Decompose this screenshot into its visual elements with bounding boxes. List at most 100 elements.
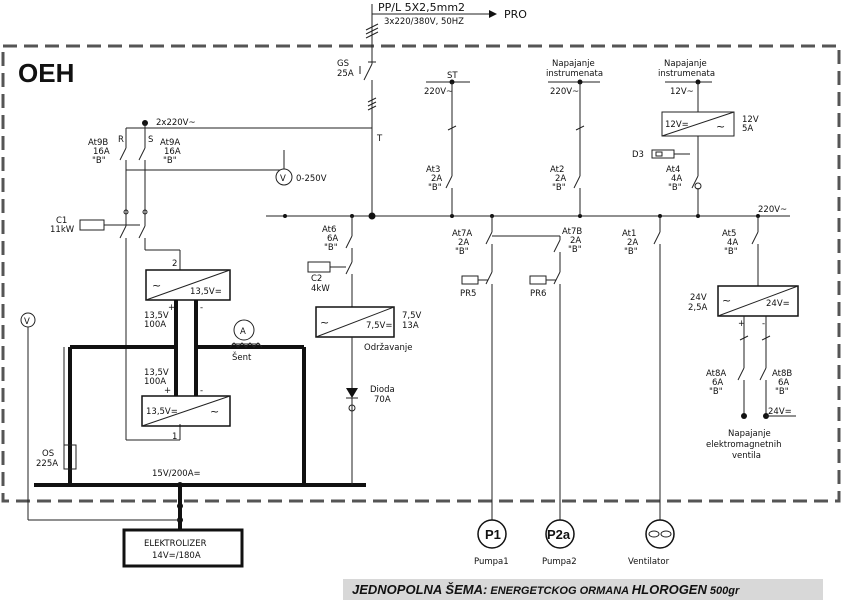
svg-text:6A: 6A: [712, 378, 723, 388]
shunt: A Šent: [229, 319, 263, 363]
svg-text:At6: At6: [322, 225, 336, 235]
svg-text:100A: 100A: [144, 377, 166, 387]
bus-2x220-label: 2x220V~: [156, 118, 196, 128]
svg-text:P2a: P2a: [547, 527, 571, 542]
svg-text:13,5V: 13,5V: [144, 368, 169, 378]
svg-text:instrumenata: instrumenata: [546, 69, 603, 79]
svg-text:Ventilator: Ventilator: [628, 557, 670, 567]
bus-main: 220V~: [266, 205, 790, 220]
bus-low-label: 15V/200A=: [152, 469, 201, 479]
pump-branches: At7A 2A "B" At7B 2A "B" PR5 PR6 P1 Pumpa…: [452, 216, 582, 567]
svg-text:~: ~: [722, 294, 731, 307]
svg-text:-: -: [200, 386, 203, 396]
svg-text:At7A: At7A: [452, 229, 472, 239]
svg-text:220V~: 220V~: [550, 87, 579, 97]
svg-text:12V~: 12V~: [670, 87, 694, 97]
svg-text:"B": "B": [324, 243, 338, 253]
svg-text:13,5V: 13,5V: [144, 311, 169, 321]
svg-text:12V: 12V: [742, 115, 759, 125]
elektrolizer: ELEKTROLIZER 14V=/180A: [122, 528, 244, 568]
svg-text:2A: 2A: [555, 174, 566, 184]
svg-text:~: ~: [320, 316, 329, 329]
svg-text:13,5V=: 13,5V=: [146, 407, 178, 417]
svg-text:ELEKTROLIZER: ELEKTROLIZER: [144, 539, 207, 549]
svg-text:At9A: At9A: [160, 138, 180, 148]
svg-text:C2: C2: [311, 274, 322, 284]
svg-text:5A: 5A: [742, 124, 753, 134]
svg-text:At5: At5: [722, 229, 736, 239]
svg-text:ST: ST: [447, 71, 458, 81]
svg-text:16A: 16A: [93, 147, 110, 157]
gs-name: GS: [337, 59, 349, 69]
maintenance-branch: At6 6A "B" C2 4kW ~ 7,5V= 7,5V 13A Održa…: [307, 216, 422, 485]
napajanje-instrumenata-1: Napajanje instrumenata 220V~ At2 2A "B": [546, 59, 603, 216]
svg-text:ventila: ventila: [732, 451, 761, 461]
svg-text:At8A: At8A: [706, 369, 726, 379]
svg-text:"B": "B": [163, 156, 177, 166]
svg-text:13A: 13A: [402, 321, 419, 331]
svg-text:2A: 2A: [458, 238, 469, 248]
svg-text:4A: 4A: [727, 238, 738, 248]
svg-text:7,5V: 7,5V: [402, 311, 422, 321]
gs-rating: 25A: [337, 69, 354, 79]
svg-text:At4: At4: [666, 165, 680, 175]
svg-text:At3: At3: [426, 165, 440, 175]
svg-text:-: -: [200, 303, 203, 313]
svg-text:D3: D3: [632, 150, 644, 160]
enclosure-label: OEH: [18, 58, 74, 88]
svg-text:At7B: At7B: [562, 227, 582, 237]
svg-text:C1: C1: [56, 216, 67, 226]
svg-text:Napajanje: Napajanje: [664, 59, 707, 69]
t-label: T: [376, 134, 383, 144]
svg-text:"B": "B": [724, 247, 738, 257]
svg-text:Napajanje: Napajanje: [728, 429, 771, 439]
svg-text:220V~: 220V~: [424, 87, 453, 97]
svg-text:Pumpa1: Pumpa1: [474, 557, 509, 567]
svg-text:12V=: 12V=: [665, 120, 689, 130]
st-supply: ST 220V~ At3 2A "B": [424, 71, 470, 216]
svg-text:Održavanje: Održavanje: [364, 343, 412, 353]
svg-text:24V=: 24V=: [768, 407, 792, 417]
svg-text:Napajanje: Napajanje: [552, 59, 595, 69]
svg-text:2A: 2A: [570, 236, 581, 246]
svg-text:OS: OS: [42, 449, 54, 459]
breaker-at9: At9B 16A "B" R S At9A 16A "B": [88, 135, 280, 216]
valves-branch: At5 4A "B" ~ 24V= 24V 2,5A + - 24V= At8A…: [688, 216, 799, 461]
ventilator-branch: At1 2A "B" Ventilator: [622, 216, 675, 567]
svg-text:7,5V=: 7,5V=: [366, 321, 392, 331]
svg-text:"B": "B": [455, 247, 469, 257]
gs-main-switch: GS 25A T: [337, 59, 383, 216]
svg-text:-: -: [762, 319, 765, 329]
svg-text:V: V: [280, 174, 286, 184]
svg-text:16A: 16A: [164, 147, 181, 157]
svg-text:"B": "B": [775, 387, 789, 397]
voltmeter-range: 0-250V: [296, 174, 327, 184]
svg-text:"B": "B": [624, 247, 638, 257]
cable-label: PP/L 5X2,5mm2: [378, 1, 465, 14]
svg-text:+: +: [164, 386, 171, 396]
svg-text:2A: 2A: [431, 174, 442, 184]
svg-text:P1: P1: [485, 527, 501, 542]
svg-text:11kW: 11kW: [50, 225, 75, 235]
incoming-cable: PP/L 5X2,5mm2 3x220/380V, 50HZ PRO: [365, 1, 527, 64]
svg-text:A: A: [240, 327, 246, 337]
svg-text:13,5V=: 13,5V=: [190, 287, 222, 297]
svg-text:2: 2: [172, 259, 177, 269]
svg-text:PR6: PR6: [530, 289, 546, 299]
svg-text:Dioda: Dioda: [370, 385, 395, 395]
svg-text:Šent: Šent: [232, 351, 252, 363]
svg-text:JEDNOPOLNA ŠEMA: ENERGETCKOG O: JEDNOPOLNA ŠEMA: ENERGETCKOG ORMANA HLOR…: [352, 582, 740, 597]
rectifier-1: 13,5V= ~ 1 13,5V 100A + -: [141, 368, 231, 442]
voltmeter: V 0-250V: [275, 150, 327, 186]
svg-text:~: ~: [716, 120, 725, 133]
svg-text:elektromagnetnih: elektromagnetnih: [706, 440, 782, 450]
svg-text:+: +: [168, 303, 175, 313]
svg-text:PR5: PR5: [460, 289, 476, 299]
svg-text:225A: 225A: [36, 459, 58, 469]
svg-text:100A: 100A: [144, 320, 166, 330]
svg-text:1: 1: [172, 432, 177, 442]
svg-text:6A: 6A: [327, 234, 338, 244]
svg-text:70A: 70A: [374, 395, 391, 405]
